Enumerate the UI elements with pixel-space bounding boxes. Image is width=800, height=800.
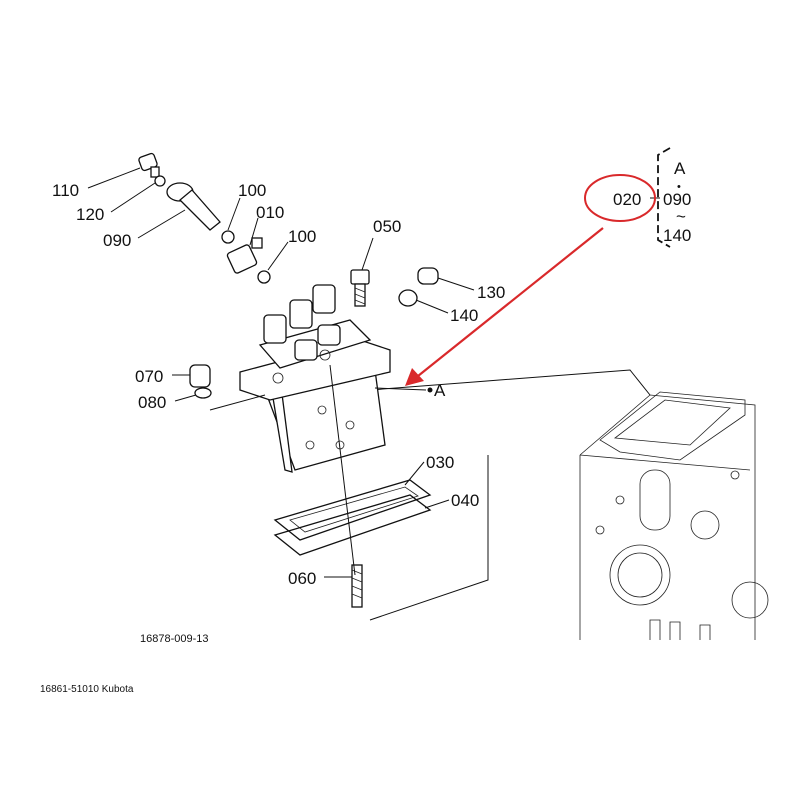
washer-120 [154, 175, 166, 187]
callout-100b: 100 [288, 227, 316, 246]
bolt-130 [417, 267, 439, 285]
bolt-110 [138, 152, 160, 178]
injection-pump [239, 284, 391, 473]
callout-140: 140 [450, 306, 478, 325]
leader-lines [87, 167, 660, 578]
washer-080 [194, 387, 212, 399]
callout-070: 070 [135, 367, 163, 386]
callout-020: 020 [613, 190, 641, 209]
engine-block [579, 391, 769, 640]
screw-050 [350, 269, 370, 307]
highlight-020: 020 [405, 174, 656, 386]
callout-030: 030 [426, 453, 454, 472]
kit-bracket-dot: • [677, 181, 681, 193]
cap-070 [189, 364, 211, 388]
gasket-040 [273, 494, 432, 556]
callout-120: 120 [76, 205, 104, 224]
kit-bracket-from: 090 [663, 190, 691, 209]
mount-outline [369, 369, 651, 396]
fitting-010 [226, 237, 263, 274]
callout-100a: 100 [238, 181, 266, 200]
highlight-arrow-head [405, 368, 424, 386]
mount-outline-lower [369, 455, 489, 621]
callout-060: 060 [288, 569, 316, 588]
banjo-090 [166, 182, 221, 231]
washer-100a [221, 230, 235, 244]
washer-100b [257, 270, 271, 284]
highlight-arrow-line [417, 227, 604, 377]
gasket-030 [273, 479, 432, 541]
figure-number: 16878-009-13 [140, 633, 209, 645]
stud-060 [351, 564, 363, 608]
reference-dot [427, 387, 433, 393]
kit-bracket-to: 140 [663, 226, 691, 245]
callout-010: 010 [256, 203, 284, 222]
callout-110: 110 [52, 181, 79, 200]
callout-090: 090 [103, 231, 131, 250]
callout-050: 050 [373, 217, 401, 236]
kit-bracket: A • 090 ~ 140 [657, 147, 691, 248]
callout-080: 080 [138, 393, 166, 412]
washer-140 [398, 289, 418, 307]
kit-bracket-top: A [674, 159, 686, 178]
callout-a: A [434, 381, 446, 400]
kit-bracket-tilde: ~ [676, 207, 686, 226]
caption: 16861-51010 Kubota [40, 684, 134, 695]
callout-040: 040 [451, 491, 479, 510]
callout-130: 130 [477, 283, 505, 302]
